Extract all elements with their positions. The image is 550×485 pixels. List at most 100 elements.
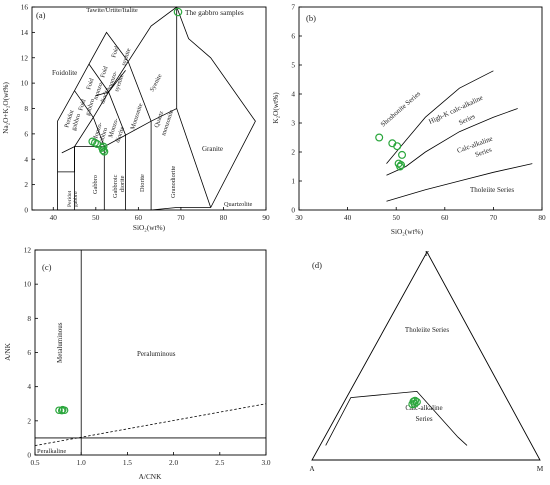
label-peralkaline: Peralkaline bbox=[37, 448, 66, 455]
y-tick-label: 1 bbox=[291, 177, 295, 186]
label-granodiorite: Granodiorite bbox=[170, 166, 177, 198]
y-tick-label: 0 bbox=[24, 206, 28, 215]
sample-point bbox=[375, 133, 384, 142]
sample-point bbox=[99, 142, 108, 151]
x-tick-label: 2.5 bbox=[215, 458, 224, 467]
sample-point bbox=[398, 150, 407, 159]
y-tick-label: 2 bbox=[291, 148, 295, 157]
y-tick-label: 6 bbox=[291, 32, 295, 41]
panel-b-boundaries bbox=[386, 70, 533, 202]
panel-c-xlabel: A/CNK bbox=[139, 472, 162, 481]
sample-point bbox=[393, 142, 402, 151]
label-calc-afm-1: Calc-alkaline bbox=[405, 404, 442, 412]
label-granite: Granite bbox=[202, 145, 223, 153]
y-tick-label: 14 bbox=[21, 28, 29, 37]
label-metaluminous: Metaluminous bbox=[56, 322, 64, 363]
x-tick-label: 80 bbox=[538, 213, 546, 222]
label-peraluminous: Peraluminous bbox=[137, 350, 176, 358]
y-tick-label: 12 bbox=[21, 53, 29, 62]
x-tick-label: 80 bbox=[220, 213, 228, 222]
panel-b-series-labels: Shoshonite Series High-K calc-alkaline S… bbox=[379, 90, 514, 194]
series-boundary bbox=[386, 108, 518, 176]
tas-boundary bbox=[127, 61, 152, 210]
label-foid-gabbro-1: Foid bbox=[77, 98, 87, 112]
panel-a-points bbox=[88, 137, 109, 156]
series-boundary bbox=[386, 163, 533, 202]
label-fmd-3: diorite bbox=[99, 87, 111, 105]
y-tick-label: 4 bbox=[27, 382, 31, 391]
y-tick-label: 10 bbox=[24, 280, 32, 289]
y-tick-label: 6 bbox=[24, 129, 28, 138]
label-fmd-1: Foid bbox=[85, 77, 95, 91]
panel-d-points bbox=[408, 396, 421, 409]
panel-b-points bbox=[375, 133, 407, 171]
tas-boundary bbox=[88, 63, 126, 210]
y-tick-label: 4 bbox=[291, 90, 295, 99]
panel-b-label: (b) bbox=[306, 13, 316, 23]
label-quartzolite: Quartzolite bbox=[224, 201, 253, 208]
panel-a-xlabel: SiO₂(wt%) bbox=[133, 223, 166, 232]
x-tick-label: 1.0 bbox=[77, 458, 86, 467]
tas-boundary bbox=[74, 90, 105, 210]
y-tick-label: 2 bbox=[24, 180, 28, 189]
tas-boundary bbox=[57, 61, 129, 173]
y-tick-label: 8 bbox=[27, 314, 31, 323]
sample-point bbox=[58, 405, 67, 414]
label-foid-syenite-2: syenite bbox=[120, 47, 132, 66]
x-tick-label: 50 bbox=[92, 213, 100, 222]
x-tick-label: 40 bbox=[50, 213, 58, 222]
x-tick-label: 50 bbox=[393, 213, 401, 222]
dashed-divider bbox=[34, 403, 267, 446]
x-tick-label: 3.0 bbox=[261, 458, 270, 467]
panel-a-ylabel: Na₂O+K₂O(wt%) bbox=[1, 82, 10, 134]
label-calc-afm-2: Series bbox=[415, 415, 432, 423]
tas-boundary bbox=[95, 70, 126, 97]
sample-point bbox=[57, 406, 66, 415]
panel-a-legend: The gabbro samples bbox=[173, 7, 244, 17]
y-tick-label: 6 bbox=[27, 348, 31, 357]
y-tick-label: 0 bbox=[27, 451, 31, 460]
vertex-f: F bbox=[425, 249, 429, 258]
sample-point bbox=[397, 161, 406, 170]
sample-point bbox=[55, 406, 63, 415]
x-tick-label: 60 bbox=[441, 213, 449, 222]
label-tholeiite-afm: Tholeiite Series bbox=[405, 326, 449, 334]
panel-c-label: (c) bbox=[42, 262, 52, 272]
panel-b-ylabel: K₂O(wt%) bbox=[271, 92, 280, 124]
y-tick-label: 3 bbox=[291, 119, 295, 128]
panel-c-ylabel: A/NK bbox=[3, 342, 12, 361]
panel-b-frame bbox=[298, 6, 543, 211]
panel-a-frame bbox=[31, 6, 267, 211]
y-tick-label: 7 bbox=[291, 3, 295, 12]
label-tholeiite: Tholeiite Series bbox=[470, 186, 514, 194]
tas-boundary bbox=[61, 146, 75, 154]
label-peridot-gabbro-bottom-2: gabbro bbox=[73, 191, 79, 207]
x-tick-label: 1.5 bbox=[123, 458, 132, 467]
x-tick-label: 0.5 bbox=[30, 458, 39, 467]
label-fms-1: Foid bbox=[99, 65, 109, 79]
label-syenite: Syenite bbox=[149, 73, 164, 93]
label-tawite: Tawite/Urtite/Italite bbox=[86, 7, 138, 14]
vertex-a: A bbox=[309, 464, 315, 473]
panel-d-afm-diagram: (d) F A M Tholeiite Series Calc-alkaline… bbox=[309, 249, 543, 473]
y-tick-label: 0 bbox=[291, 206, 295, 215]
label-gabbro: Gabbro bbox=[92, 175, 99, 194]
label-shoshonite: Shoshonite Series bbox=[379, 90, 422, 129]
panel-a-boundaries bbox=[57, 6, 256, 211]
panel-a-region-labels: Tawite/Urtite/Italite Foidolite Foid sye… bbox=[52, 7, 253, 208]
panel-c-lines bbox=[34, 250, 267, 455]
label-peridot-gabbro-bottom-1: Peridot bbox=[67, 190, 73, 207]
x-tick-label: 30 bbox=[295, 213, 303, 222]
y-tick-label: 16 bbox=[21, 3, 29, 12]
panel-d-region-labels: Tholeiite Series Calc-alkaline Series bbox=[405, 326, 449, 423]
x-tick-label: 90 bbox=[262, 213, 270, 222]
x-tick-label: 2.0 bbox=[169, 458, 178, 467]
y-tick-label: 12 bbox=[24, 246, 32, 255]
sample-point bbox=[99, 146, 108, 155]
sample-point bbox=[412, 397, 421, 406]
